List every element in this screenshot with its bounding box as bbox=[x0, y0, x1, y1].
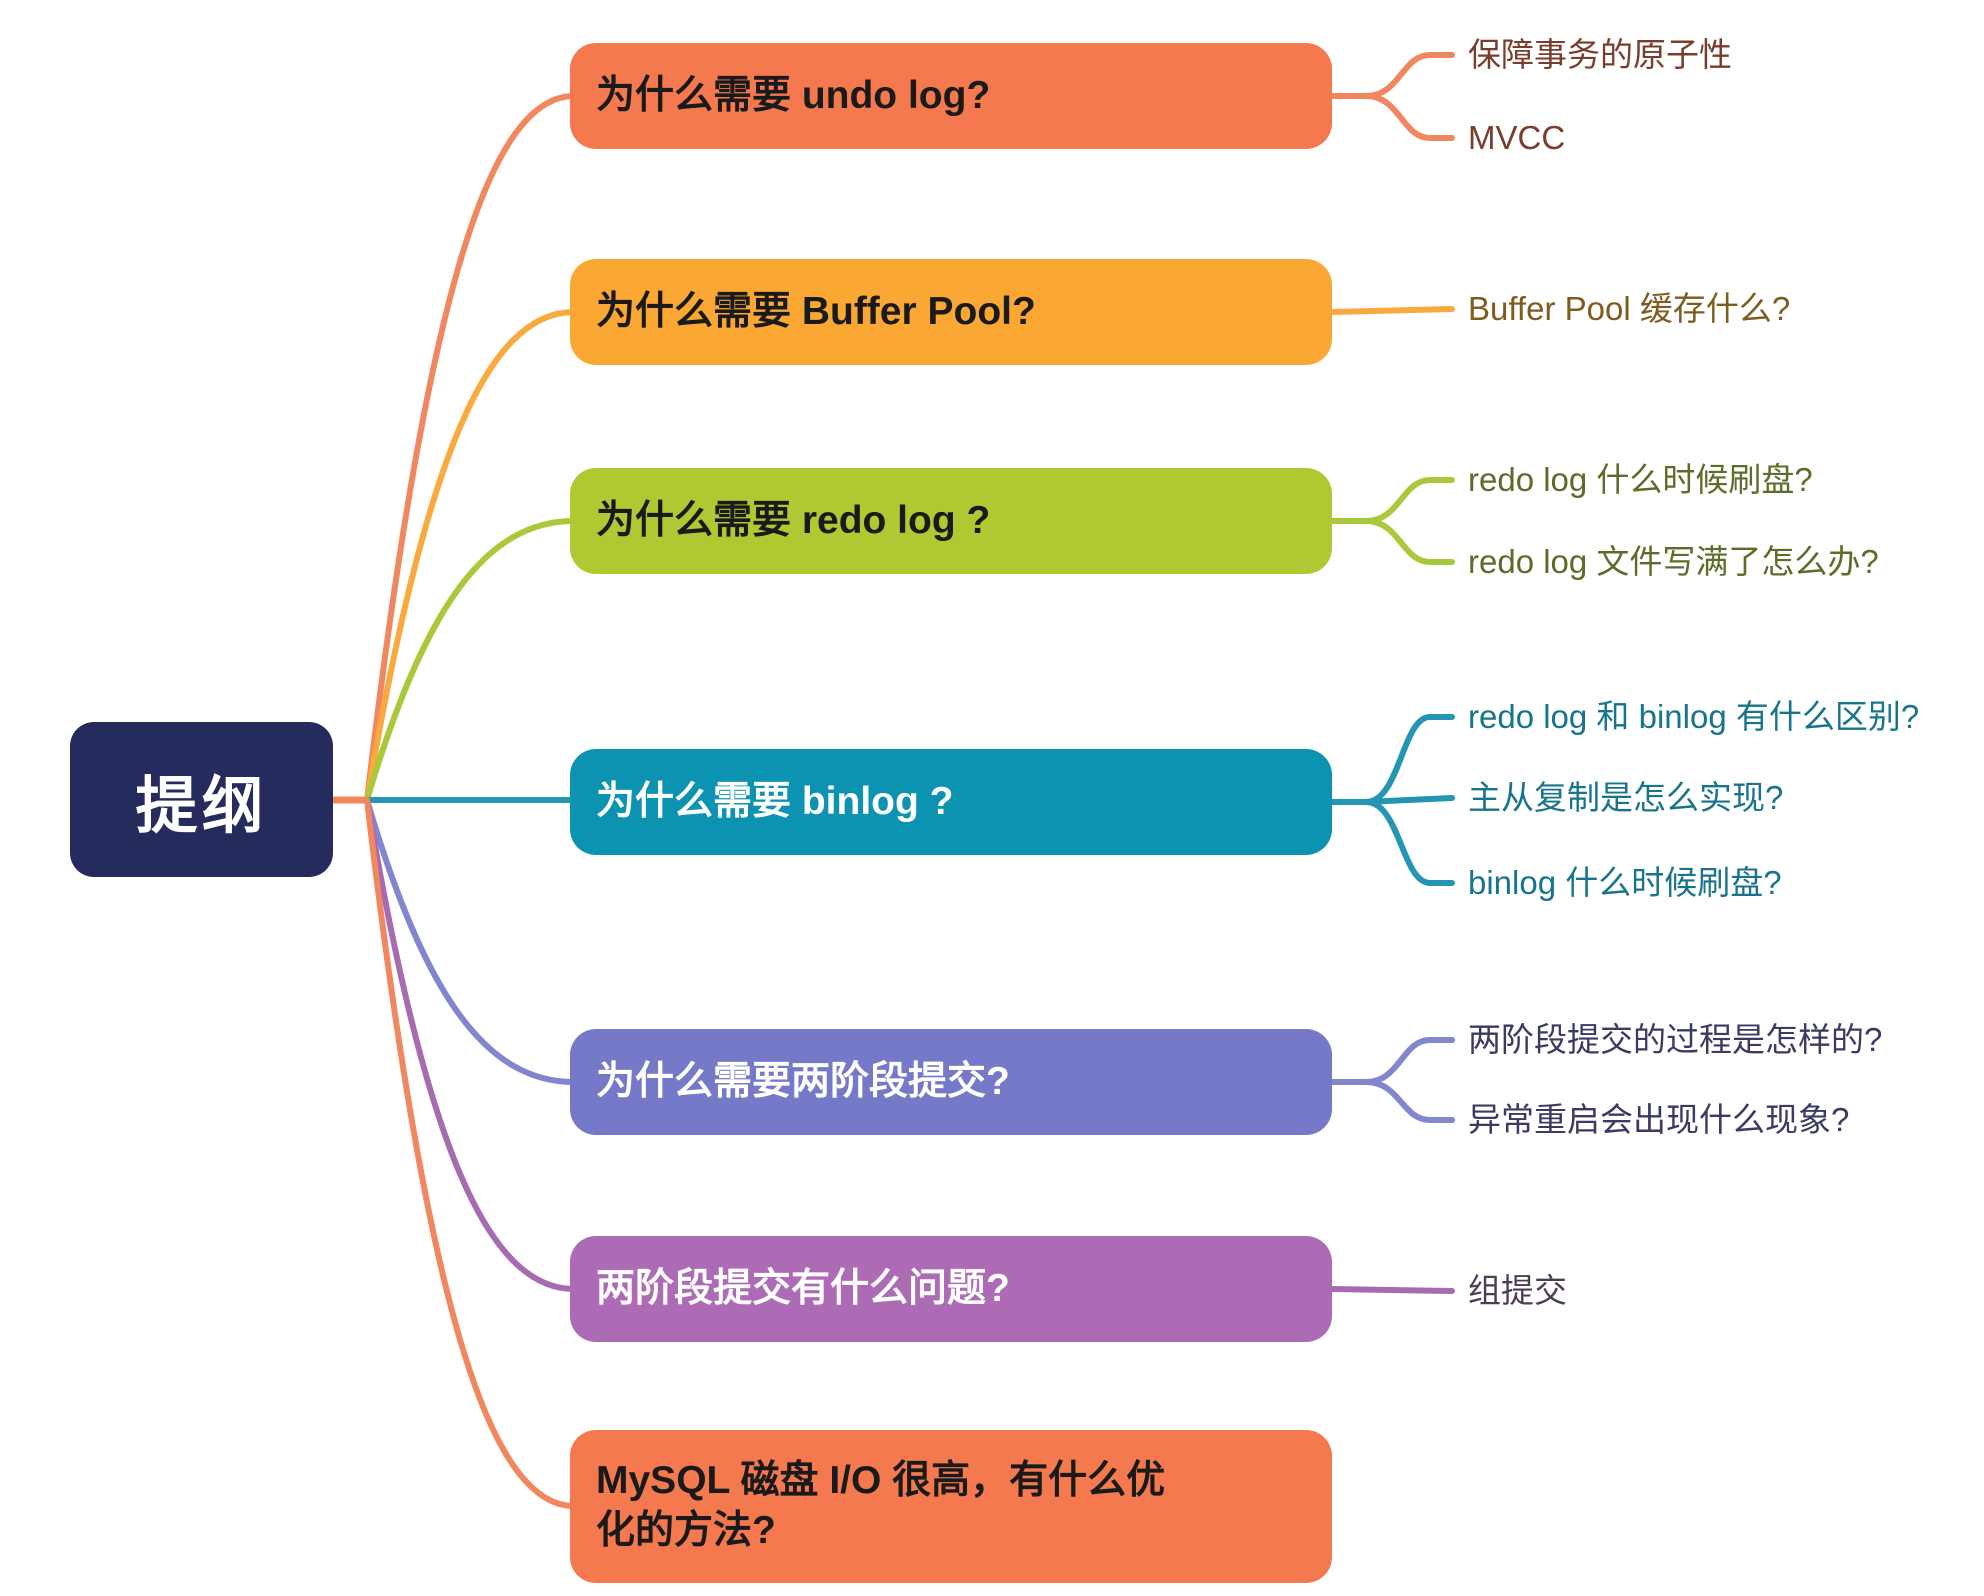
leaf-label[interactable]: 两阶段提交的过程是怎样的? bbox=[1468, 1021, 1883, 1058]
branch-label: 为什么需要 undo log? bbox=[596, 74, 991, 117]
leaf-label[interactable]: redo log 什么时候刷盘? bbox=[1468, 461, 1813, 498]
branch-label: MySQL 磁盘 I/O 很高，有什么优化的方法? bbox=[596, 1459, 1166, 1552]
leaf-label[interactable]: binlog 什么时候刷盘? bbox=[1468, 864, 1782, 901]
branch-node-mysql-disk-io[interactable]: MySQL 磁盘 I/O 很高，有什么优化的方法? bbox=[570, 1429, 1332, 1583]
branch-node-two-phase-commit-problem[interactable]: 两阶段提交有什么问题? bbox=[570, 1236, 1332, 1342]
leaf-label[interactable]: MVCC bbox=[1468, 119, 1566, 156]
branch-label: 两阶段提交有什么问题? bbox=[596, 1267, 1010, 1310]
leaf-label[interactable]: Buffer Pool 缓存什么? bbox=[1468, 290, 1791, 327]
leaf-label[interactable]: redo log 和 binlog 有什么区别? bbox=[1468, 698, 1920, 735]
leaf-label[interactable]: 保障事务的原子性 bbox=[1468, 36, 1732, 73]
branch-label: 为什么需要 Buffer Pool? bbox=[596, 290, 1036, 333]
branch-node-undo-log[interactable]: 为什么需要 undo log? bbox=[570, 43, 1332, 149]
branch-node-two-phase-commit[interactable]: 为什么需要两阶段提交? bbox=[570, 1029, 1332, 1135]
branch-label: 为什么需要 redo log ? bbox=[596, 499, 991, 542]
leaf-label[interactable]: 组提交 bbox=[1468, 1272, 1567, 1309]
branch-node-redo-log[interactable]: 为什么需要 redo log ? bbox=[570, 468, 1332, 574]
leaf-label[interactable]: 主从复制是怎么实现? bbox=[1468, 779, 1784, 816]
branch-node-binlog[interactable]: 为什么需要 binlog ? bbox=[570, 749, 1332, 855]
branch-label: 为什么需要两阶段提交? bbox=[596, 1060, 1010, 1103]
leaf-label[interactable]: 异常重启会出现什么现象? bbox=[1468, 1101, 1850, 1138]
root-node-outline[interactable]: 提纲 bbox=[70, 722, 333, 877]
leaf-label[interactable]: redo log 文件写满了怎么办? bbox=[1468, 543, 1879, 580]
root-label: 提纲 bbox=[135, 771, 268, 841]
branch-node-buffer-pool[interactable]: 为什么需要 Buffer Pool? bbox=[570, 259, 1332, 365]
branch-label: 为什么需要 binlog ? bbox=[596, 780, 954, 823]
